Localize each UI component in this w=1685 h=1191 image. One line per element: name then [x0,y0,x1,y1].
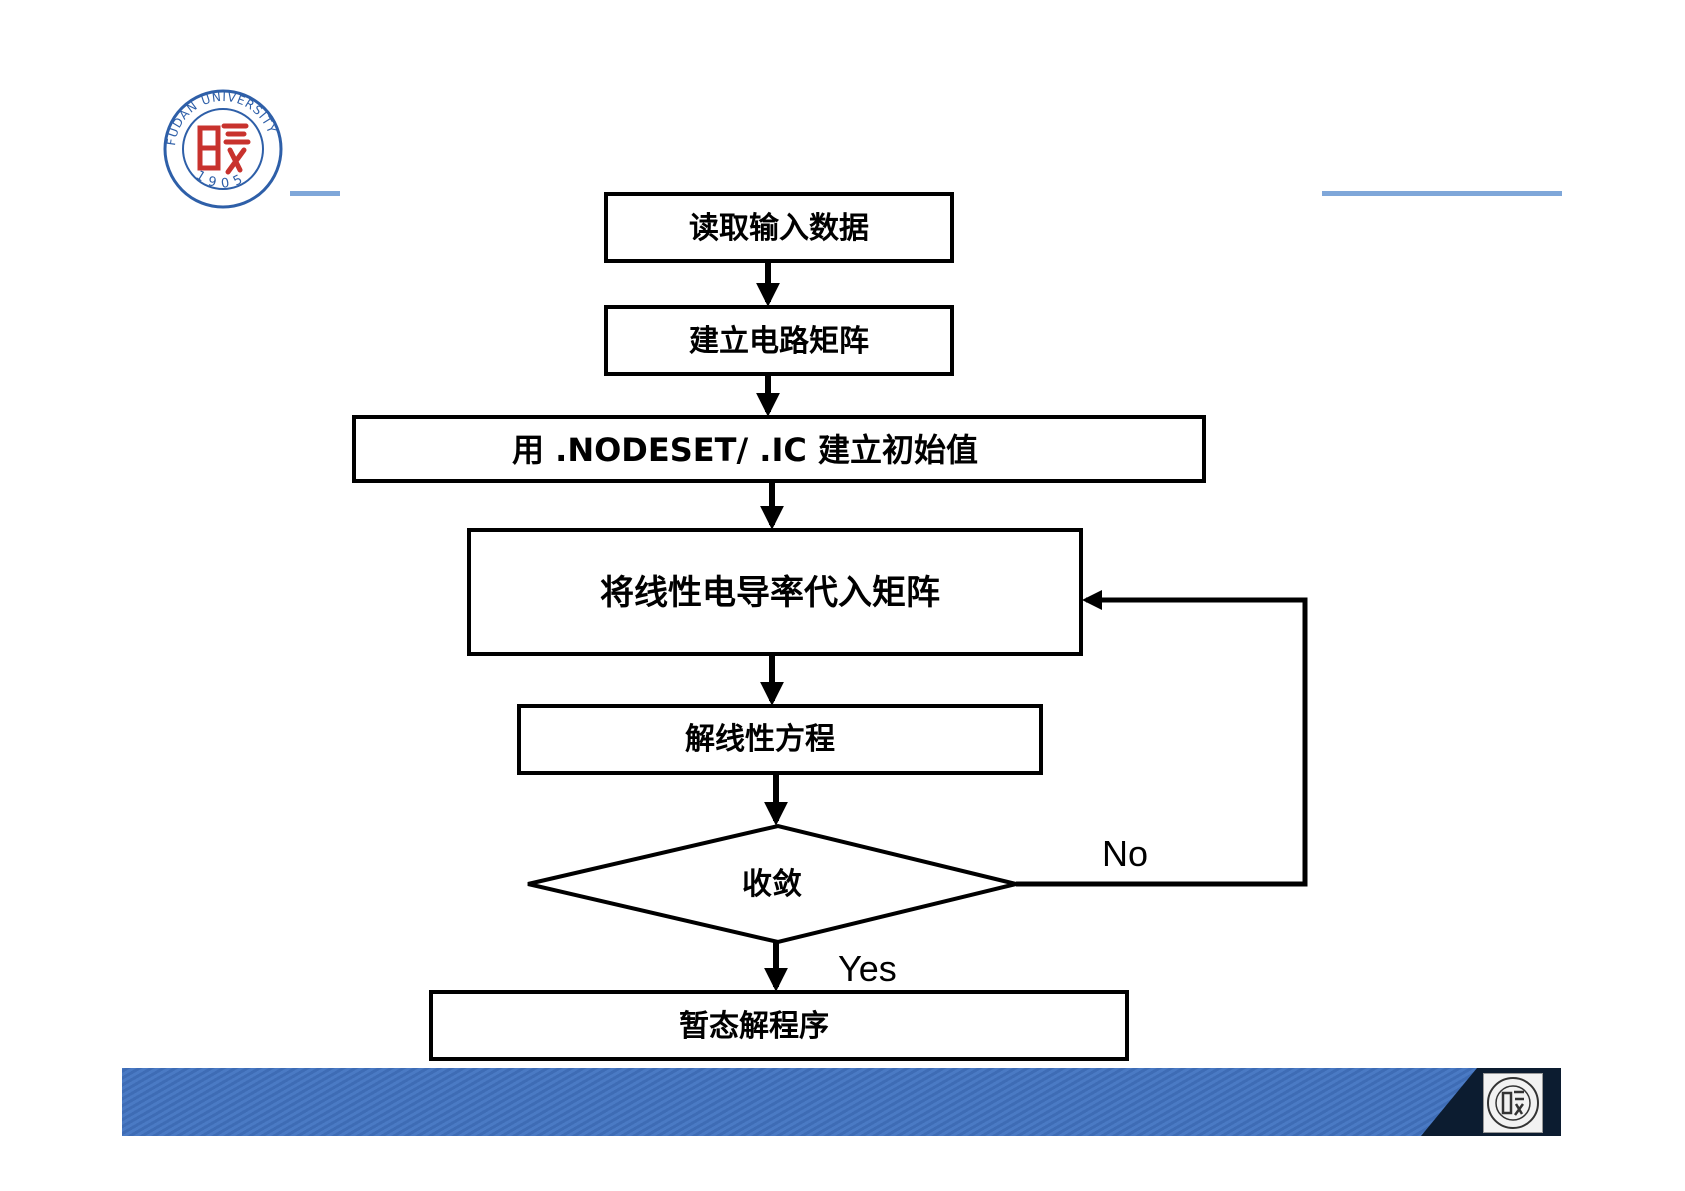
edge-label-no: No [1102,833,1148,874]
footer-seal-icon [1483,1073,1543,1133]
edge-label-yes: Yes [838,948,897,989]
node-converge-decision-label: 收敛 [742,867,802,902]
node-transient-solver-label: 暂态解程序 [679,1009,829,1044]
node-build-matrix-label: 建立电路矩阵 [689,324,869,359]
node-linear-conductance-label: 将线性电导率代入矩阵 [600,573,940,613]
node-read-input-label: 读取输入数据 [689,211,869,246]
node-initial-values-label: 用 .NODESET/ .IC 建立初始值 [512,431,978,469]
node-solve-linear-label: 解线性方程 [685,722,835,757]
footer-bar [122,1068,1561,1136]
